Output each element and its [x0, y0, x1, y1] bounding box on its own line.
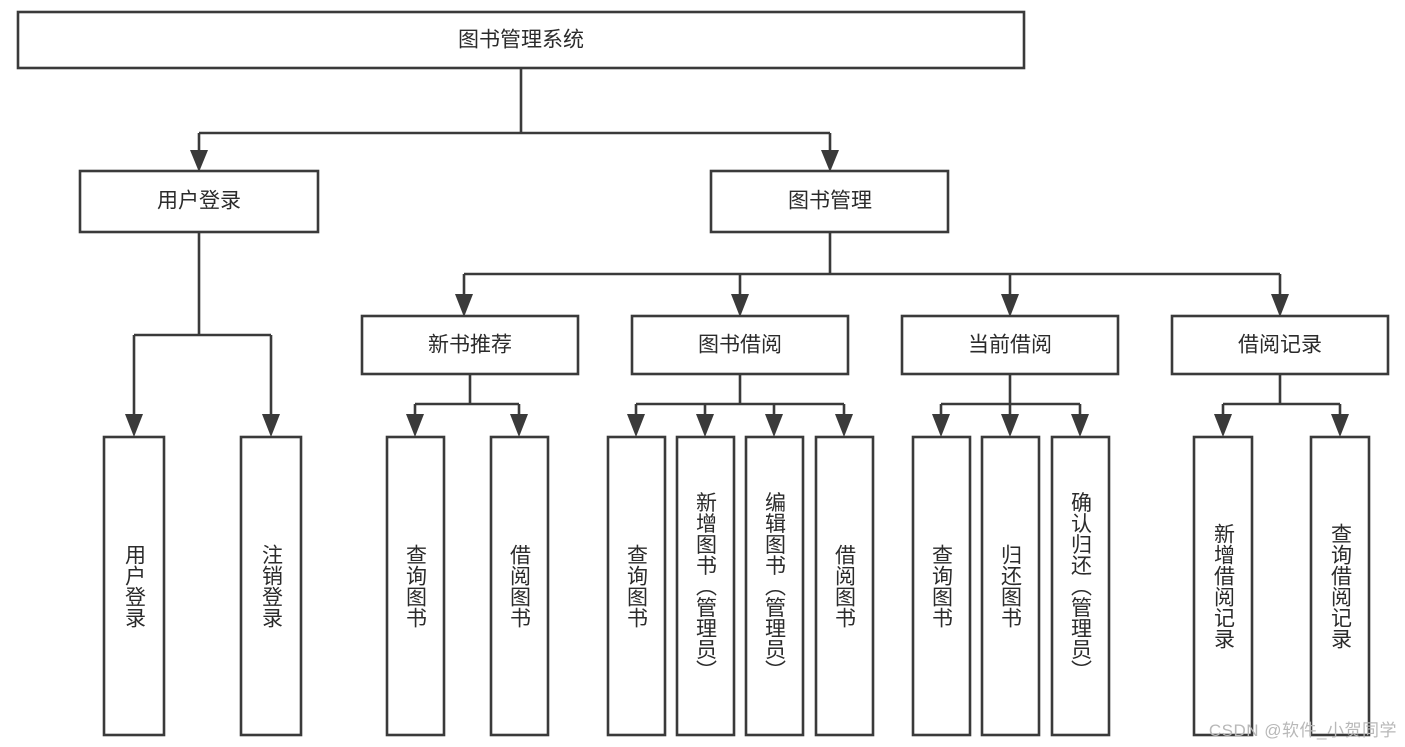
- node-leaf-5-label: 查询图书: [625, 544, 649, 628]
- arrow-login-to-leaf-2: [262, 414, 280, 437]
- arrow-records-to-leaf-12: [1214, 414, 1232, 437]
- node-root[interactable]: 图书管理系统: [16, 10, 1026, 70]
- node-login[interactable]: 用户登录: [78, 169, 320, 234]
- node-leaf-5[interactable]: 查询图书: [606, 435, 667, 737]
- node-leaf-7[interactable]: 编辑图书（管理员）: [744, 435, 805, 737]
- arrow-records-to-leaf-13: [1331, 414, 1349, 437]
- node-leaf-3-box[interactable]: [385, 435, 446, 737]
- node-leaf-4-box[interactable]: [489, 435, 550, 737]
- node-leaf-7-box[interactable]: [744, 435, 805, 737]
- node-leaf-10[interactable]: 归还图书: [980, 435, 1041, 737]
- node-leaf-3[interactable]: 查询图书: [385, 435, 446, 737]
- connector-group-borrow: [627, 374, 853, 437]
- node-leaf-12-box[interactable]: [1192, 435, 1254, 737]
- node-current-box[interactable]: [900, 314, 1120, 376]
- arrow-borrow-to-leaf-7: [765, 414, 783, 437]
- node-borrow-box[interactable]: [630, 314, 850, 376]
- node-leaf-6-box[interactable]: [675, 435, 736, 737]
- node-current-label: 当前借阅: [968, 334, 1052, 357]
- node-leaf-13-label: 查询借阅记录: [1329, 523, 1353, 649]
- arrow-root-to-bookmgmt: [821, 150, 839, 172]
- node-leaf-11-label: 确认归还（管理员）: [1069, 492, 1093, 681]
- node-leaf-9-box[interactable]: [911, 435, 972, 737]
- connector-group-newbook: [406, 374, 528, 437]
- arrow-newbook-to-leaf-4: [510, 414, 528, 437]
- node-bookmgmt-label: 图书管理: [788, 190, 872, 213]
- node-newbook[interactable]: 新书推荐: [360, 314, 580, 376]
- node-bookmgmt[interactable]: 图书管理: [709, 169, 950, 234]
- node-leaf-12[interactable]: 新增借阅记录: [1192, 435, 1254, 737]
- node-leaf-3-label: 查询图书: [404, 544, 428, 628]
- csdn-watermark: CSDN @软件_小贺同学: [1208, 721, 1397, 740]
- node-leaf-9[interactable]: 查询图书: [911, 435, 972, 737]
- node-borrow[interactable]: 图书借阅: [630, 314, 850, 376]
- arrow-current-to-leaf-9: [932, 414, 950, 437]
- arrow-bookmgmt-to-current: [1001, 294, 1019, 317]
- node-leaf-1[interactable]: 用户登录: [102, 435, 166, 737]
- arrow-bookmgmt-to-records: [1271, 294, 1289, 317]
- connector-group-root: [190, 68, 839, 172]
- arrow-bookmgmt-to-borrow: [731, 294, 749, 317]
- arrow-borrow-to-leaf-5: [627, 414, 645, 437]
- node-leaf-13-box[interactable]: [1309, 435, 1371, 737]
- node-leaf-11[interactable]: 确认归还（管理员）: [1050, 435, 1111, 737]
- node-leaf-6[interactable]: 新增图书（管理员）: [675, 435, 736, 737]
- arrow-root-to-login: [190, 150, 208, 172]
- node-leaf-1-box[interactable]: [102, 435, 166, 737]
- node-leaf-2-box[interactable]: [239, 435, 303, 737]
- connector-group-records: [1214, 374, 1349, 437]
- node-records-box[interactable]: [1170, 314, 1390, 376]
- node-leaf-13[interactable]: 查询借阅记录: [1309, 435, 1371, 737]
- arrow-bookmgmt-to-newbook: [455, 294, 473, 317]
- node-borrow-label: 图书借阅: [698, 334, 782, 357]
- connector-group-login: [125, 232, 280, 437]
- node-leaf-6-label: 新增图书（管理员）: [694, 492, 718, 681]
- node-leaf-8-box[interactable]: [814, 435, 875, 737]
- arrow-login-to-leaf-1: [125, 414, 143, 437]
- node-login-box[interactable]: [78, 169, 320, 234]
- node-login-label: 用户登录: [157, 190, 241, 213]
- node-leaf-8-label: 借阅图书: [833, 544, 857, 628]
- node-leaf-4[interactable]: 借阅图书: [489, 435, 550, 737]
- node-leaf-9-label: 查询图书: [930, 544, 954, 628]
- node-root-box[interactable]: [16, 10, 1026, 70]
- node-leaf-4-label: 借阅图书: [508, 544, 532, 628]
- node-leaf-2-label: 注销登录: [260, 544, 284, 628]
- node-leaf-2[interactable]: 注销登录: [239, 435, 303, 737]
- arrow-borrow-to-leaf-8: [835, 414, 853, 437]
- node-records[interactable]: 借阅记录: [1170, 314, 1390, 376]
- node-leaf-8[interactable]: 借阅图书: [814, 435, 875, 737]
- node-leaf-5-box[interactable]: [606, 435, 667, 737]
- arrow-borrow-to-leaf-6: [696, 414, 714, 437]
- node-newbook-label: 新书推荐: [428, 334, 512, 357]
- node-leaf-12-label: 新增借阅记录: [1212, 523, 1236, 649]
- node-leaf-10-box[interactable]: [980, 435, 1041, 737]
- node-leaf-10-label: 归还图书: [999, 544, 1023, 628]
- node-records-label: 借阅记录: [1238, 334, 1322, 357]
- arrow-newbook-to-leaf-3: [406, 414, 424, 437]
- connector-group-bookmgmt: [455, 232, 1289, 317]
- node-root-label: 图书管理系统: [458, 29, 584, 52]
- node-newbook-box[interactable]: [360, 314, 580, 376]
- connector-group-current: [932, 374, 1089, 437]
- node-leaf-1-label: 用户登录: [123, 544, 147, 628]
- node-bookmgmt-box[interactable]: [709, 169, 950, 234]
- node-current[interactable]: 当前借阅: [900, 314, 1120, 376]
- arrow-current-to-leaf-11: [1071, 414, 1089, 437]
- arrow-current-to-leaf-10: [1001, 414, 1019, 437]
- node-leaf-11-box[interactable]: [1050, 435, 1111, 737]
- node-leaf-7-label: 编辑图书（管理员）: [763, 492, 787, 681]
